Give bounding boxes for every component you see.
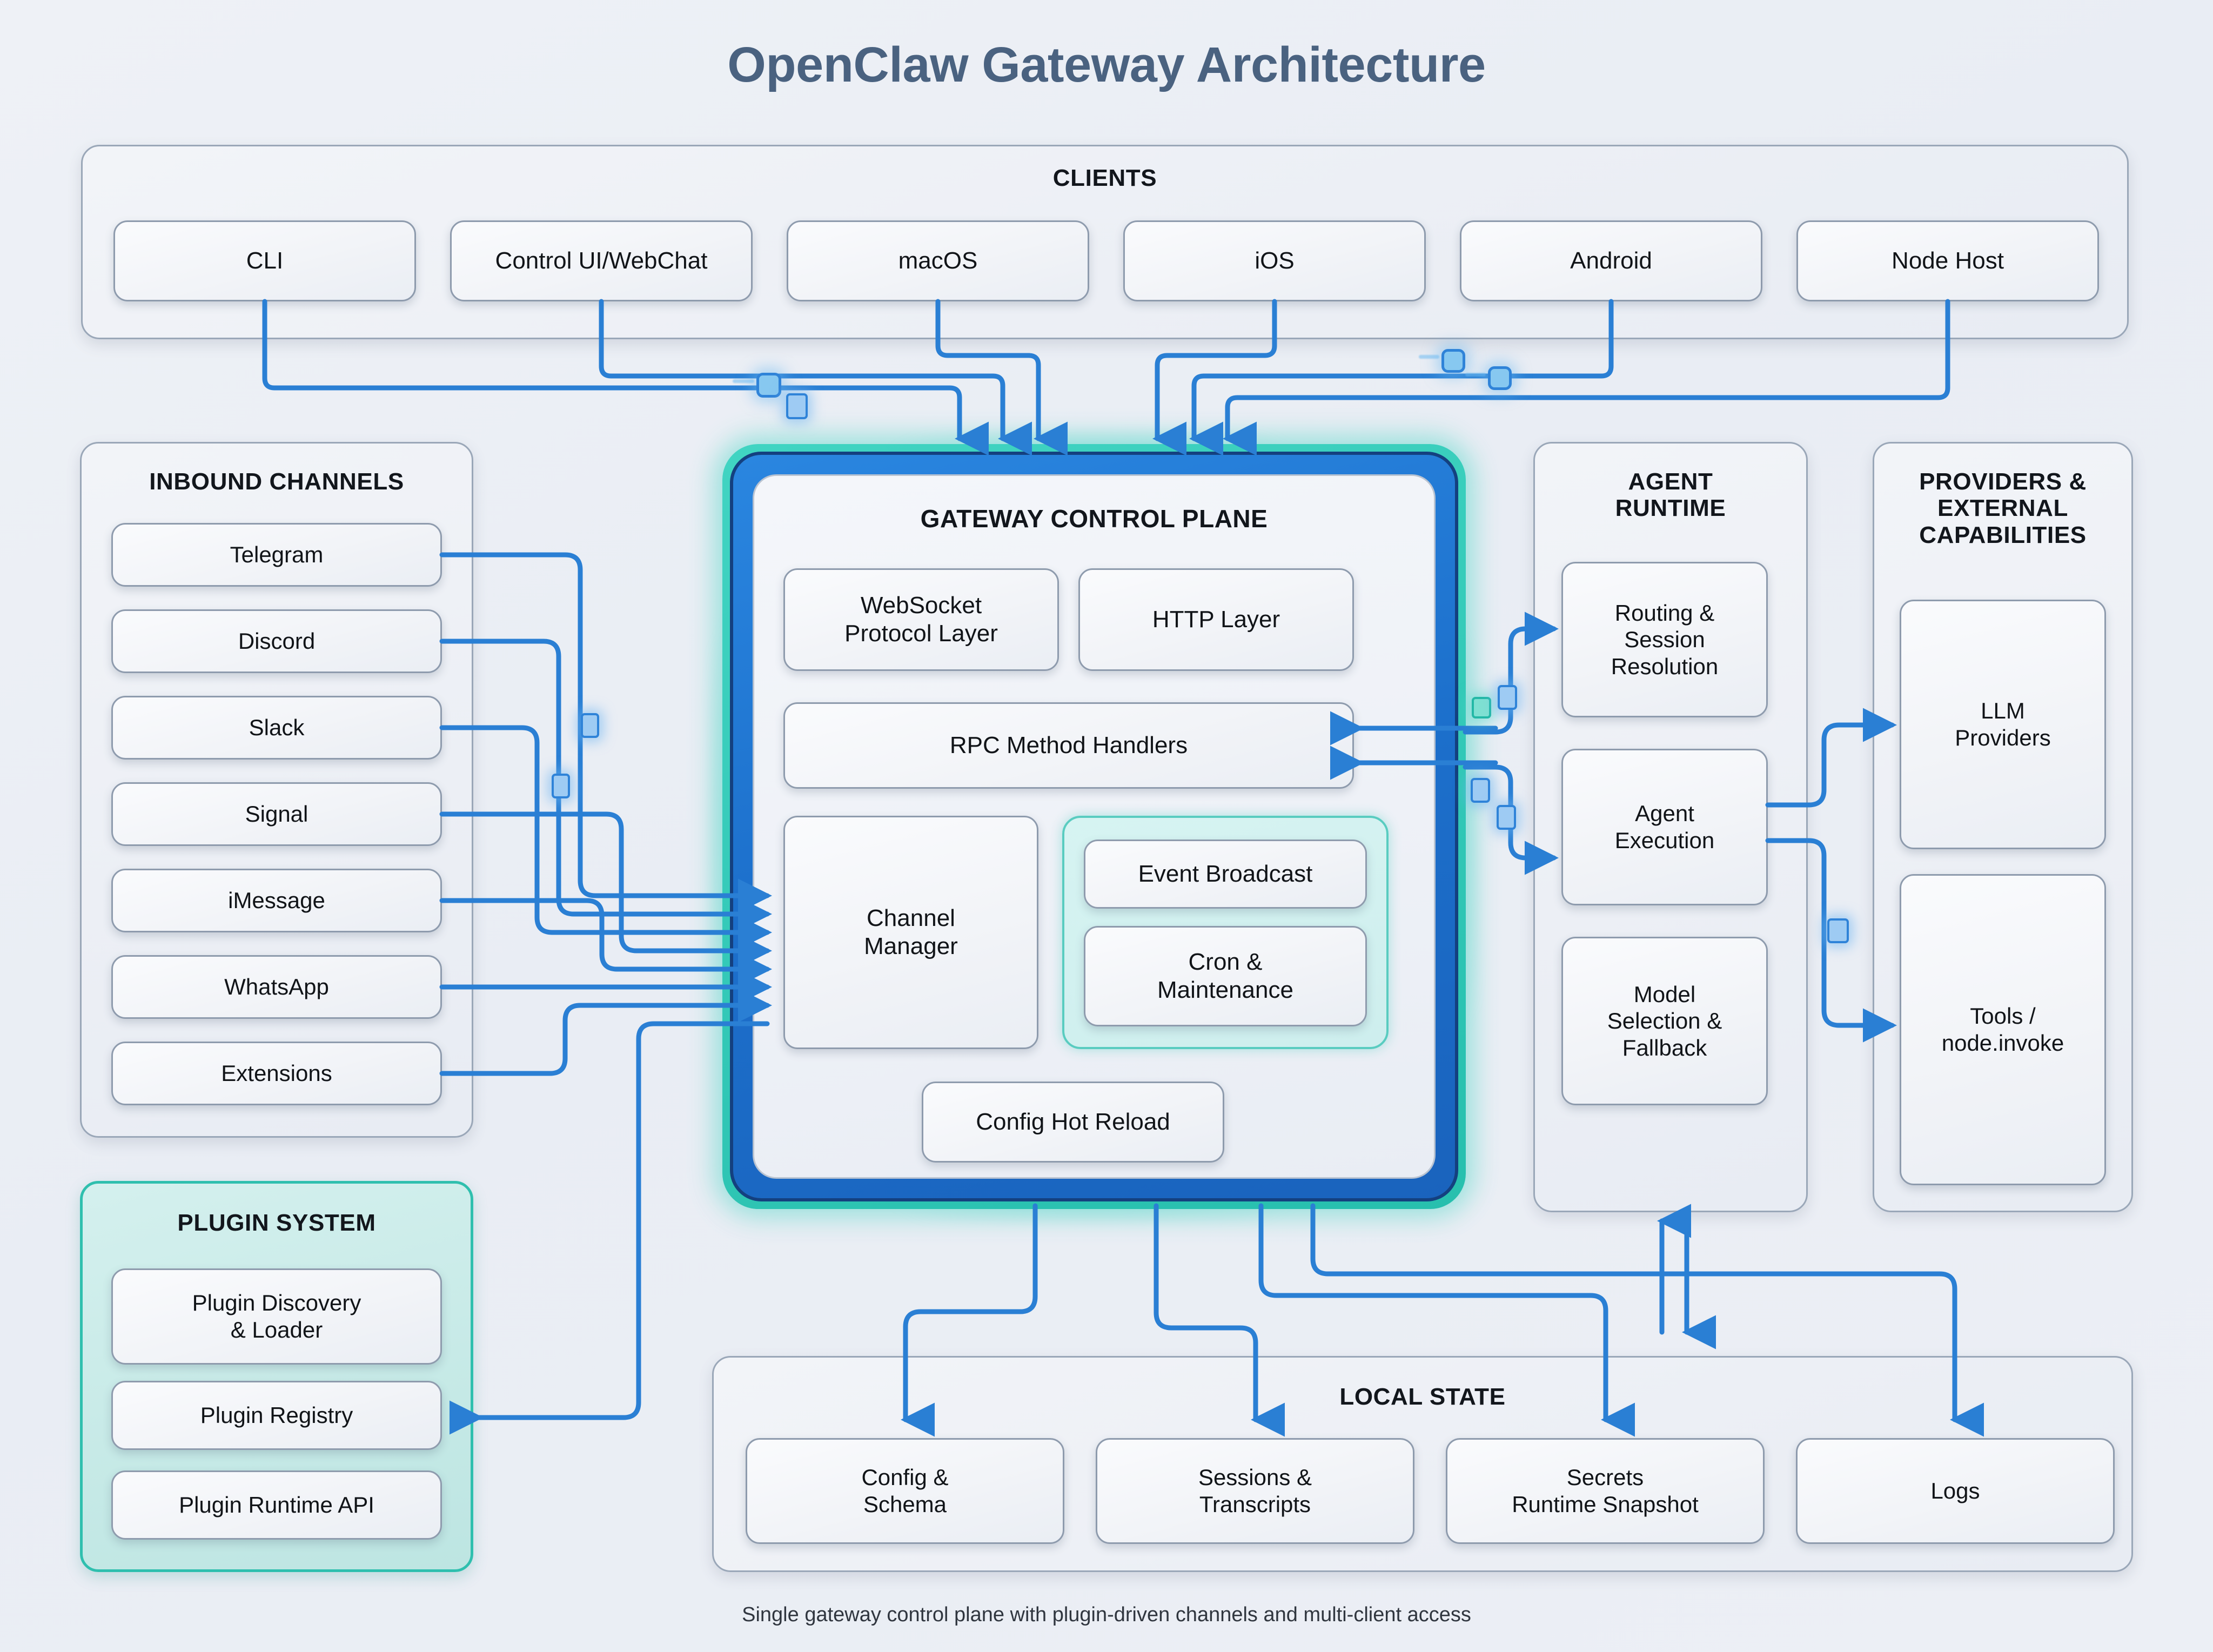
plugin-runtime-api[interactable]: Plugin Runtime API [111, 1470, 442, 1540]
clients-panel-title: CLIENTS [1052, 165, 1157, 191]
channel-extensions[interactable]: Extensions [111, 1042, 442, 1105]
state-config-schema[interactable]: Config & Schema [746, 1438, 1064, 1544]
channel-imessage[interactable]: iMessage [111, 869, 442, 932]
packet-doc-tools [1827, 918, 1849, 943]
websocket-protocol-layer[interactable]: WebSocket Protocol Layer [783, 568, 1059, 671]
diagram-caption: Single gateway control plane with plugin… [742, 1603, 1471, 1626]
packet-square-client-1 [756, 373, 781, 398]
channel-manager[interactable]: Channel Manager [783, 816, 1038, 1049]
page-title: OpenClaw Gateway Architecture [727, 37, 1486, 92]
rpc-method-handlers[interactable]: RPC Method Handlers [783, 702, 1354, 789]
client-macos[interactable]: macOS [787, 220, 1089, 301]
routing-session-resolution[interactable]: Routing & Session Resolution [1561, 562, 1768, 717]
state-logs[interactable]: Logs [1796, 1438, 2115, 1544]
http-layer[interactable]: HTTP Layer [1078, 568, 1354, 671]
packet-trail-3 [1465, 373, 1486, 377]
cron-maintenance[interactable]: Cron & Maintenance [1084, 926, 1367, 1026]
client-cli[interactable]: CLI [113, 220, 416, 301]
gateway-title: GATEWAY CONTROL PLANE [920, 505, 1268, 533]
plugin-system-title: PLUGIN SYSTEM [177, 1210, 376, 1236]
plugin-discovery-loader[interactable]: Plugin Discovery & Loader [111, 1268, 442, 1365]
packet-doc-channel-1 [581, 713, 599, 738]
packet-doc-client-2 [786, 393, 808, 419]
channel-whatsapp[interactable]: WhatsApp [111, 955, 442, 1019]
inbound-channels-title: INBOUND CHANNELS [149, 468, 404, 495]
tools-node-invoke[interactable]: Tools / node.invoke [1900, 874, 2106, 1185]
packet-square-client-3 [1441, 349, 1465, 373]
agent-runtime-title: AGENT RUNTIME [1615, 468, 1726, 522]
client-android[interactable]: Android [1460, 220, 1762, 301]
providers-title: PROVIDERS & EXTERNAL CAPABILITIES [1919, 468, 2087, 548]
llm-providers[interactable]: LLM Providers [1900, 600, 2106, 849]
local-state-title: LOCAL STATE [1339, 1384, 1506, 1410]
packet-square-client-4 [1488, 366, 1512, 390]
client-ios[interactable]: iOS [1123, 220, 1426, 301]
model-selection-fallback[interactable]: Model Selection & Fallback [1561, 937, 1768, 1105]
wire-agent-local-state-bidirectional [1657, 1204, 1716, 1349]
agent-execution[interactable]: Agent Execution [1561, 749, 1768, 905]
client-node-host[interactable]: Node Host [1796, 220, 2099, 301]
channel-signal[interactable]: Signal [111, 782, 442, 846]
packet-doc-agent-3 [1497, 805, 1516, 830]
config-hot-reload[interactable]: Config Hot Reload [922, 1082, 1224, 1163]
packet-doc-agent-2 [1471, 778, 1490, 803]
packet-doc-agent-1 [1498, 685, 1517, 710]
client-control-ui-webchat[interactable]: Control UI/WebChat [450, 220, 753, 301]
packet-doc-agent-teal [1472, 697, 1491, 718]
packet-doc-channel-2 [552, 774, 570, 798]
channel-slack[interactable]: Slack [111, 696, 442, 760]
state-secrets-runtime-snapshot[interactable]: Secrets Runtime Snapshot [1446, 1438, 1765, 1544]
event-broadcast[interactable]: Event Broadcast [1084, 840, 1367, 909]
packet-trail-1 [733, 379, 754, 383]
state-sessions-transcripts[interactable]: Sessions & Transcripts [1096, 1438, 1414, 1544]
channel-discord[interactable]: Discord [111, 609, 442, 673]
plugin-registry[interactable]: Plugin Registry [111, 1381, 442, 1450]
packet-trail-2 [1419, 355, 1439, 359]
channel-telegram[interactable]: Telegram [111, 523, 442, 587]
